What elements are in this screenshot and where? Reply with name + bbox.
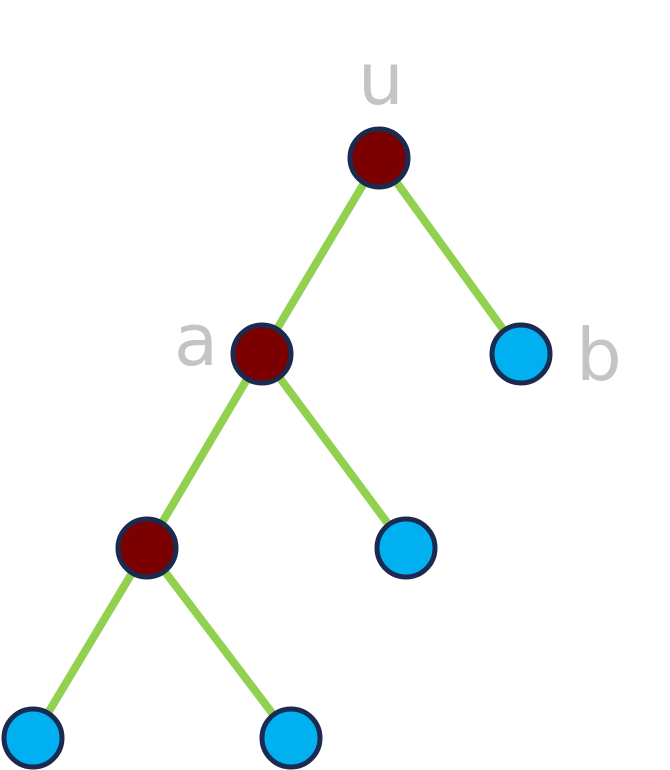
node-a [230, 322, 294, 386]
edge-a-leaf [258, 350, 410, 552]
edge-c-leaf-right [143, 544, 295, 742]
label-u: u [358, 37, 404, 121]
label-a: a [174, 298, 218, 382]
node-leaf [259, 706, 323, 770]
node-leaf [374, 516, 438, 580]
edge-c-leaf-left [29, 544, 151, 742]
node-internal [115, 516, 179, 580]
edge-a-c [143, 350, 266, 552]
node-leaf [1, 706, 65, 770]
node-b [489, 322, 553, 386]
edge-u-b [375, 154, 525, 358]
label-b: b [576, 313, 622, 397]
edge-u-a [258, 154, 383, 358]
node-u [347, 126, 411, 190]
